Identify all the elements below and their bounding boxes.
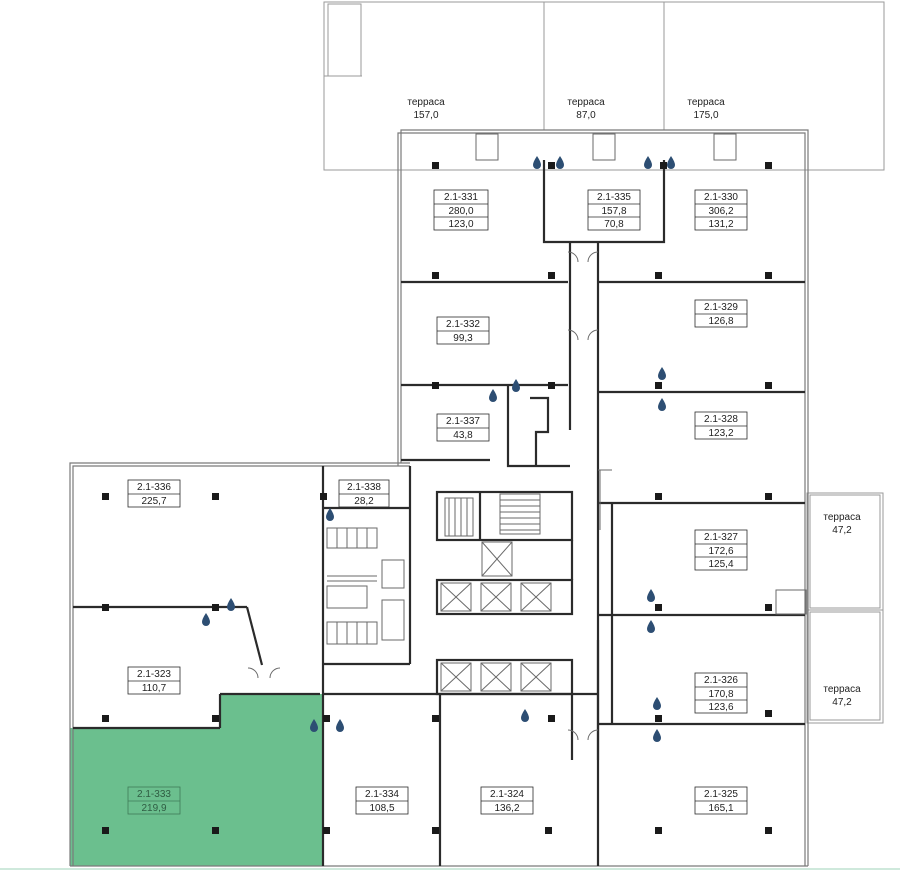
svg-text:165,1: 165,1 (708, 803, 733, 814)
building-outline (69, 129, 809, 867)
water-drop-icon (556, 156, 564, 169)
svg-text:219,9: 219,9 (141, 803, 166, 814)
svg-text:123,6: 123,6 (708, 702, 733, 713)
svg-text:136,2: 136,2 (494, 803, 519, 814)
svg-text:306,2: 306,2 (708, 206, 733, 217)
unit-label-326[interactable]: 2.1-326 170,8 123,6 (694, 672, 748, 714)
terrace-area: 47,2 (832, 525, 852, 536)
water-drop-icon (310, 719, 318, 732)
svg-text:70,8: 70,8 (604, 219, 624, 230)
water-drop-icon (202, 613, 210, 626)
svg-text:172,6: 172,6 (708, 546, 733, 557)
water-drop-icon (336, 719, 344, 732)
svg-text:28,2: 28,2 (354, 496, 374, 507)
interior-walls (73, 160, 805, 866)
water-drop-icon (512, 379, 520, 392)
water-drop-icon (647, 589, 655, 602)
water-drop-icon (533, 156, 541, 169)
unit-label-338[interactable]: 2.1-338 28,2 (338, 479, 390, 508)
water-drop-icon (647, 620, 655, 633)
water-drop-icon (644, 156, 652, 169)
unit-label-328[interactable]: 2.1-328 123,2 (694, 411, 748, 440)
water-drop-icon (667, 156, 675, 169)
unit-label-325[interactable]: 2.1-325 165,1 (694, 786, 748, 815)
svg-text:157,8: 157,8 (601, 206, 626, 217)
svg-text:125,4: 125,4 (708, 559, 733, 570)
terrace-labels: терраса 157,0 терраса 87,0 терраса 175,0… (407, 97, 861, 708)
svg-text:2.1-329: 2.1-329 (704, 302, 738, 313)
terrace-area: 175,0 (693, 110, 718, 121)
svg-text:126,8: 126,8 (708, 316, 733, 327)
svg-text:123,2: 123,2 (708, 428, 733, 439)
svg-text:2.1-325: 2.1-325 (704, 789, 738, 800)
svg-text:131,2: 131,2 (708, 219, 733, 230)
unit-label-331[interactable]: 2.1-331 280,0 123,0 (433, 189, 489, 231)
water-drop-icon (227, 598, 235, 611)
water-drop-icon (521, 709, 529, 722)
svg-text:2.1-336: 2.1-336 (137, 482, 171, 493)
unit-label-332[interactable]: 2.1-332 99,3 (436, 316, 490, 345)
svg-text:43,8: 43,8 (453, 430, 473, 441)
unit-label-327[interactable]: 2.1-327 172,6 125,4 (694, 529, 748, 571)
columns (102, 162, 772, 834)
svg-text:2.1-324: 2.1-324 (490, 789, 524, 800)
top-terraces (323, 1, 885, 171)
svg-text:2.1-332: 2.1-332 (446, 319, 480, 330)
water-drop-icon (326, 508, 334, 521)
svg-text:2.1-328: 2.1-328 (704, 414, 738, 425)
svg-text:170,8: 170,8 (708, 689, 733, 700)
unit-label-324[interactable]: 2.1-324 136,2 (480, 786, 534, 815)
svg-text:2.1-323: 2.1-323 (137, 669, 171, 680)
right-terraces (806, 492, 884, 724)
terrace-label: терраса (687, 97, 725, 108)
svg-text:2.1-338: 2.1-338 (347, 482, 381, 493)
svg-text:123,0: 123,0 (448, 219, 473, 230)
water-drop-icon (658, 398, 666, 411)
water-drop-icon (653, 729, 661, 742)
svg-text:2.1-330: 2.1-330 (704, 192, 738, 203)
svg-text:280,0: 280,0 (448, 206, 473, 217)
svg-text:2.1-326: 2.1-326 (704, 675, 738, 686)
unit-labels: 2.1-331 280,0 123,0 2.1-335 157,8 70,8 2… (127, 189, 748, 815)
unit-label-329[interactable]: 2.1-329 126,8 (694, 299, 748, 328)
svg-text:108,5: 108,5 (369, 803, 394, 814)
svg-text:2.1-327: 2.1-327 (704, 532, 738, 543)
terrace-label: терраса (407, 97, 445, 108)
water-drop-icons (202, 156, 675, 742)
water-drop-icon (489, 389, 497, 402)
unit-label-334[interactable]: 2.1-334 108,5 (355, 786, 409, 815)
svg-text:2.1-331: 2.1-331 (444, 192, 478, 203)
terrace-label: терраса (567, 97, 605, 108)
unit-label-335[interactable]: 2.1-335 157,8 70,8 (587, 189, 641, 231)
water-drop-icon (658, 367, 666, 380)
unit-label-336[interactable]: 2.1-336 225,7 (127, 479, 181, 508)
unit-333-highlight[interactable] (70, 694, 322, 866)
svg-text:2.1-337: 2.1-337 (446, 416, 480, 427)
core-details (247, 133, 807, 741)
svg-text:2.1-333: 2.1-333 (137, 789, 171, 800)
terrace-label: терраса (823, 512, 861, 523)
unit-label-323[interactable]: 2.1-323 110,7 (127, 666, 181, 695)
svg-text:2.1-334: 2.1-334 (365, 789, 399, 800)
svg-text:99,3: 99,3 (453, 333, 473, 344)
terrace-label: терраса (823, 684, 861, 695)
unit-label-330[interactable]: 2.1-330 306,2 131,2 (694, 189, 748, 231)
unit-label-333[interactable]: 2.1-333 219,9 (127, 786, 181, 815)
water-drop-icon (653, 697, 661, 710)
terrace-area: 157,0 (413, 110, 438, 121)
terrace-area: 87,0 (576, 110, 596, 121)
svg-text:225,7: 225,7 (141, 496, 166, 507)
svg-text:2.1-335: 2.1-335 (597, 192, 631, 203)
unit-label-337[interactable]: 2.1-337 43,8 (436, 413, 490, 442)
svg-text:110,7: 110,7 (142, 683, 167, 694)
terrace-area: 47,2 (832, 697, 852, 708)
